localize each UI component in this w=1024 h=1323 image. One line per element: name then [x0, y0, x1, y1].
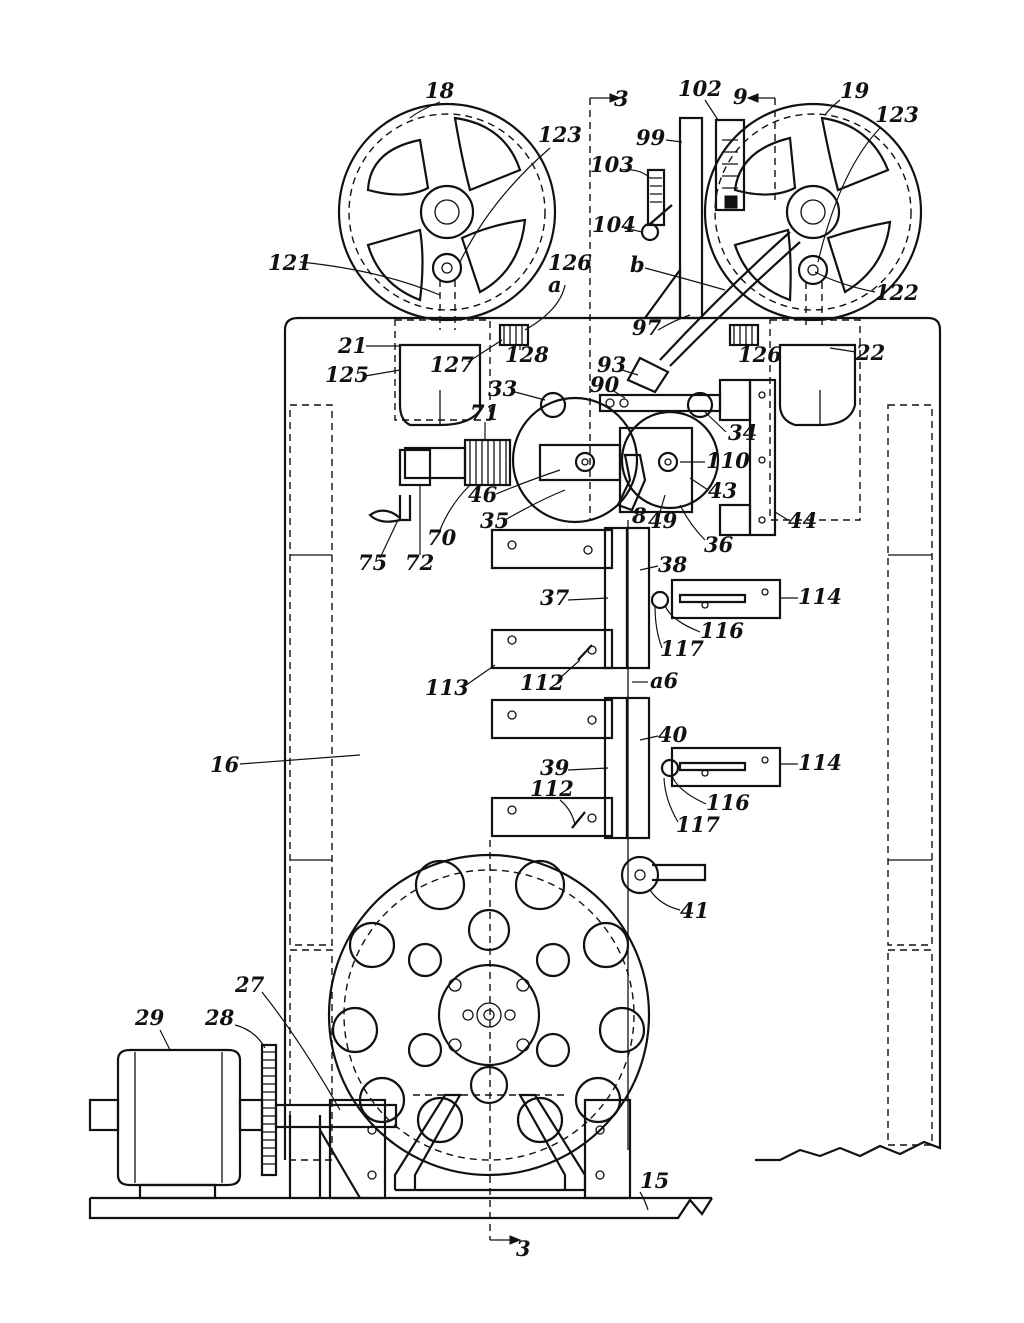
section-line-9 — [746, 93, 776, 200]
shaft-27 — [274, 1103, 398, 1199]
roller-41 — [620, 855, 707, 895]
reel-brackets — [394, 319, 861, 521]
label-16: 16 — [210, 752, 240, 777]
label-49: 49 — [648, 508, 678, 533]
sprocket-mechanism — [511, 391, 722, 524]
label-44: 44 — [788, 508, 817, 533]
gear-28 — [260, 1043, 278, 1177]
label-123-left: 123 — [538, 122, 582, 147]
label-90: 90 — [590, 372, 620, 397]
labels: 18 3 102 9 19 99 123 123 103 104 121 126… — [134, 76, 919, 1261]
label-28: 28 — [204, 1005, 235, 1030]
label-35: 35 — [480, 508, 509, 533]
label-27: 27 — [234, 972, 265, 997]
label-b: b — [630, 252, 645, 277]
label-37: 37 — [540, 585, 570, 610]
label-123-right: 123 — [875, 102, 919, 127]
label-15: 15 — [640, 1168, 669, 1193]
label-33: 33 — [488, 376, 517, 401]
label-125: 125 — [325, 362, 369, 387]
label-126-right: 126 — [738, 342, 782, 367]
label-103: 103 — [590, 152, 634, 177]
label-127: 127 — [430, 352, 474, 377]
label-114-top: 114 — [798, 584, 842, 609]
label-116-bottom: 116 — [706, 790, 750, 815]
label-40: 40 — [658, 722, 688, 747]
motor-29 — [88, 1048, 264, 1200]
label-3-bottom: 3 — [516, 1236, 531, 1261]
section-line-3 — [489, 93, 622, 1245]
label-110: 110 — [706, 448, 750, 473]
reel-19 — [703, 102, 923, 330]
reel-18 — [337, 102, 557, 330]
label-128: 128 — [505, 342, 549, 367]
label-126-left: 126 — [548, 250, 592, 275]
label-a: a — [548, 272, 562, 297]
label-a6: a6 — [650, 668, 679, 693]
label-112-bottom: 112 — [530, 776, 574, 801]
label-117-top: 117 — [660, 636, 704, 661]
label-122: 122 — [875, 280, 919, 305]
gate-plate-44 — [718, 378, 777, 537]
lever-103 — [640, 168, 673, 242]
label-112-top: 112 — [520, 670, 564, 695]
brake-springs — [498, 323, 760, 347]
label-113: 113 — [425, 675, 469, 700]
label-93: 93 — [597, 352, 626, 377]
label-43: 43 — [708, 478, 737, 503]
label-8: 8 — [631, 503, 647, 528]
label-97: 97 — [632, 315, 662, 340]
label-102: 102 — [678, 76, 722, 101]
base-plate — [88, 1196, 713, 1220]
label-39: 39 — [540, 755, 570, 780]
lower-channel-assembly — [490, 696, 782, 840]
label-104: 104 — [592, 212, 636, 237]
label-41: 41 — [680, 898, 709, 923]
magazine-drum — [327, 853, 651, 1200]
upright-bar-99 — [642, 116, 746, 320]
label-99: 99 — [636, 125, 666, 150]
label-38: 38 — [658, 552, 688, 577]
label-114-bottom: 114 — [798, 750, 842, 775]
label-34: 34 — [728, 420, 757, 445]
label-116-top: 116 — [700, 618, 744, 643]
label-70: 70 — [427, 525, 457, 550]
label-46: 46 — [468, 482, 498, 507]
label-117-bottom: 117 — [676, 812, 720, 837]
label-36: 36 — [704, 532, 734, 557]
label-22: 22 — [855, 340, 885, 365]
label-9: 9 — [733, 84, 748, 109]
label-3-top: 3 — [614, 86, 629, 111]
upper-channel-assembly — [490, 526, 782, 670]
label-29: 29 — [134, 1005, 165, 1030]
label-18: 18 — [425, 78, 455, 103]
label-75: 75 — [358, 550, 387, 575]
cabinet-frame — [283, 316, 942, 1162]
gear-71 — [368, 438, 512, 523]
label-19: 19 — [840, 78, 870, 103]
label-21: 21 — [337, 333, 367, 358]
label-71: 71 — [470, 400, 499, 425]
